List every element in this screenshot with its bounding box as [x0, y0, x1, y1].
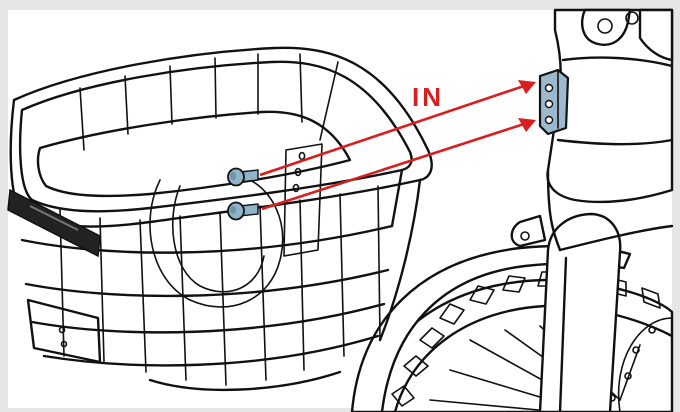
arrowhead-lower — [518, 118, 536, 132]
head-tube — [546, 8, 674, 252]
brake-rotor — [608, 317, 673, 412]
bolt-lower — [227, 201, 259, 221]
mounting-bracket — [538, 68, 570, 136]
insert-label: IN — [412, 82, 444, 112]
brand-plate — [7, 188, 101, 258]
handlebar-clamp — [580, 8, 632, 46]
arrowhead-upper — [518, 80, 536, 94]
bolt-upper — [227, 167, 259, 187]
front-fender — [350, 244, 632, 412]
basket-mount-holes — [283, 143, 323, 257]
basket-wires — [20, 53, 422, 392]
fork — [510, 212, 622, 412]
basket — [7, 46, 433, 392]
insert-arrows — [259, 80, 536, 211]
